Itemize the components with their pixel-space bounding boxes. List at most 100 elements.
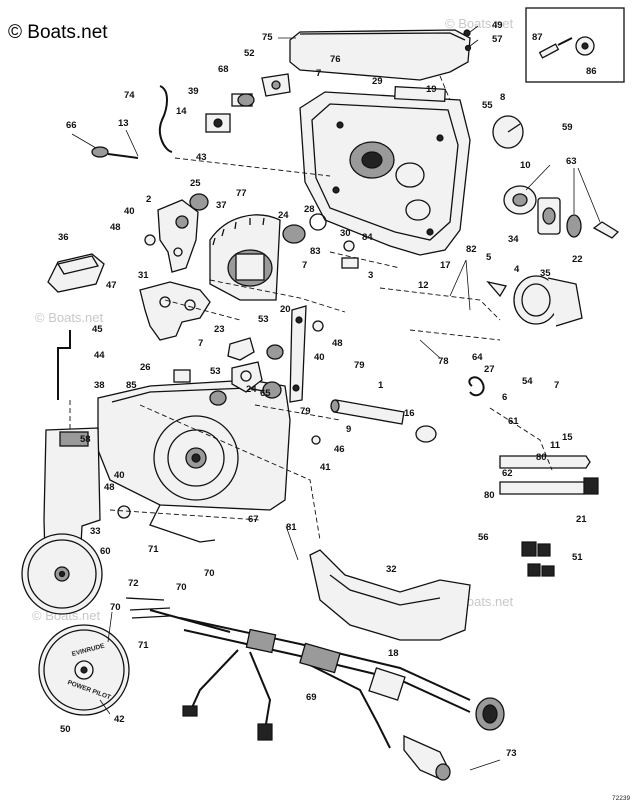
callout-25: 25 (190, 178, 201, 189)
switch-assembly-34 (503, 185, 620, 239)
callout-35: 35 (540, 268, 551, 279)
callout-75: 75 (262, 32, 273, 43)
bracket-23 (227, 337, 263, 393)
callout-29: 29 (372, 76, 383, 87)
callout-5: 5 (486, 252, 492, 263)
callout-43: 43 (196, 152, 207, 163)
callout-51: 51 (572, 552, 583, 563)
callout-73: 73 (506, 748, 517, 759)
spring-6 (468, 376, 485, 397)
callout-45: 45 (92, 324, 103, 335)
callout-80: 80 (484, 490, 495, 501)
lower-cover (309, 549, 471, 641)
callout-64: 64 (472, 352, 483, 363)
callout-48: 48 (104, 482, 115, 493)
callout-26: 26 (140, 362, 151, 373)
bracket-31 (139, 281, 211, 341)
roller-53 (209, 390, 227, 406)
assembly-lines (69, 75, 553, 541)
upper-housing (299, 86, 471, 256)
callout-6: 6 (502, 392, 507, 403)
callout-49: 49 (492, 20, 503, 31)
callout-70: 70 (204, 568, 215, 579)
callout-32: 32 (386, 564, 397, 575)
callout-62: 62 (502, 468, 513, 479)
callout-72: 72 (128, 578, 139, 589)
callout-7: 7 (316, 68, 321, 79)
cable-grip-36 (47, 253, 105, 293)
callout-44: 44 (94, 350, 105, 361)
rod-44 (57, 330, 71, 400)
callout-83: 83 (310, 246, 321, 257)
callout-1: 1 (378, 380, 384, 391)
washer-40b (312, 320, 324, 332)
callout-3: 3 (368, 270, 373, 281)
screw-66 (91, 146, 139, 159)
callout-69: 69 (306, 692, 317, 703)
callout-8: 8 (500, 92, 505, 103)
callout-labels: 1 2 3 5 6 7 7 7 7 8 9 10 11 12 13 14 15 … (58, 20, 597, 759)
cap-16 (415, 425, 437, 443)
callout-52: 52 (244, 48, 255, 59)
callout-80: 80 (536, 452, 547, 463)
callout-19: 19 (426, 84, 437, 95)
top-cover (289, 29, 472, 81)
callout-48: 48 (332, 338, 343, 349)
callout-7: 7 (554, 380, 559, 391)
callout-7: 7 (198, 338, 203, 349)
washer-40a (144, 234, 156, 246)
callout-27: 27 (484, 364, 495, 375)
callout-60: 60 (100, 546, 111, 557)
control-handle (21, 427, 103, 615)
callout-70: 70 (176, 582, 187, 593)
callout-15: 15 (562, 432, 573, 443)
callout-82: 82 (466, 244, 477, 255)
callout-50: 50 (60, 724, 71, 735)
diagram-code: 72239 (612, 795, 630, 802)
lower-housing (97, 379, 291, 543)
callout-84: 84 (362, 232, 373, 243)
callout-66: 66 (66, 120, 77, 131)
switch-68 (231, 93, 255, 107)
callout-57: 57 (492, 34, 503, 45)
leader-lines (71, 25, 601, 771)
callout-38: 38 (94, 380, 105, 391)
callout-68: 68 (218, 64, 229, 75)
inset-box (525, 7, 625, 83)
throttle-plate-2 (157, 199, 199, 273)
callout-71: 71 (138, 640, 149, 651)
callout-11: 11 (550, 440, 561, 451)
callout-34: 34 (508, 234, 519, 245)
callout-40: 40 (314, 352, 325, 363)
callout-65: 65 (260, 388, 271, 399)
watermark-faint: © Boats.net (445, 16, 514, 31)
callout-81: 81 (286, 522, 297, 533)
callout-58: 58 (80, 434, 91, 445)
washer-40c (117, 505, 131, 519)
callout-12: 12 (418, 280, 429, 291)
callout-21: 21 (576, 514, 587, 525)
block-83 (341, 257, 359, 269)
gauge-35 (486, 275, 583, 327)
roller-53b (266, 344, 284, 360)
callout-61: 61 (508, 416, 519, 427)
callout-54: 54 (522, 376, 533, 387)
callout-70: 70 (110, 602, 121, 613)
ring-28 (309, 213, 327, 231)
callout-85: 85 (126, 380, 137, 391)
callout-18: 18 (388, 648, 399, 659)
callout-79: 79 (300, 406, 311, 417)
callout-39: 39 (188, 86, 199, 97)
evinrude-disc: EVINRUDE POWER PILOT (38, 624, 130, 716)
callout-7: 7 (302, 260, 307, 271)
callout-77: 77 (236, 188, 247, 199)
callout-2: 2 (146, 194, 151, 205)
callout-87: 87 (532, 32, 543, 43)
gear-37 (209, 214, 281, 301)
callout-17: 17 (440, 260, 451, 271)
callout-40: 40 (114, 470, 125, 481)
callout-71: 71 (148, 544, 159, 555)
callout-48: 48 (110, 222, 121, 233)
callout-23: 23 (214, 324, 225, 335)
